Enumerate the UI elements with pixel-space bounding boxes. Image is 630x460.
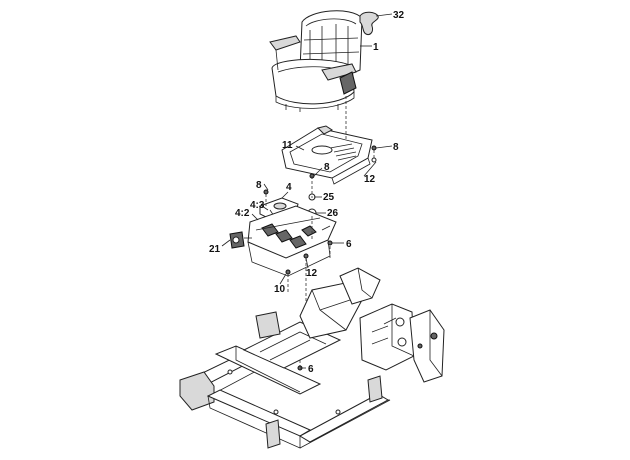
callout-screw-plate-right: 12 bbox=[364, 174, 376, 185]
callout-bracket: 4 bbox=[286, 182, 292, 193]
callout-labels: 1 32 11 8 12 8 25 26 8 4 4:3 4:2 21 6 12… bbox=[209, 10, 405, 375]
leader-lines bbox=[221, 13, 393, 369]
callout-bolt-left: 8 bbox=[256, 180, 262, 191]
callout-knob: 32 bbox=[393, 10, 405, 21]
callout-bracket-sub2: 4:2 bbox=[235, 208, 250, 219]
connector-part[interactable] bbox=[229, 231, 252, 249]
callout-bracket-sub3: 4:3 bbox=[250, 200, 265, 211]
chassis-frame[interactable] bbox=[179, 267, 445, 449]
callout-bolt-plate-right: 8 bbox=[393, 142, 399, 153]
callout-connector: 21 bbox=[209, 244, 221, 255]
seat-plate-part[interactable] bbox=[281, 125, 373, 185]
control-cover-part[interactable] bbox=[247, 205, 337, 277]
callout-screw-cover-center: 12 bbox=[306, 268, 318, 279]
callout-frame-bolt: 6 bbox=[308, 364, 314, 375]
callout-seat-plate: 11 bbox=[282, 140, 293, 151]
callout-screw-cover-right: 6 bbox=[346, 239, 352, 250]
callout-screw-cover-left: 10 bbox=[274, 284, 286, 295]
knob-part[interactable] bbox=[359, 11, 379, 35]
callout-washer: 25 bbox=[323, 192, 335, 203]
callout-bolt-plate-center: 8 bbox=[324, 162, 330, 173]
seat-assembly[interactable] bbox=[269, 10, 363, 112]
callout-seat: 1 bbox=[373, 42, 379, 53]
callout-nut: 26 bbox=[327, 208, 339, 219]
